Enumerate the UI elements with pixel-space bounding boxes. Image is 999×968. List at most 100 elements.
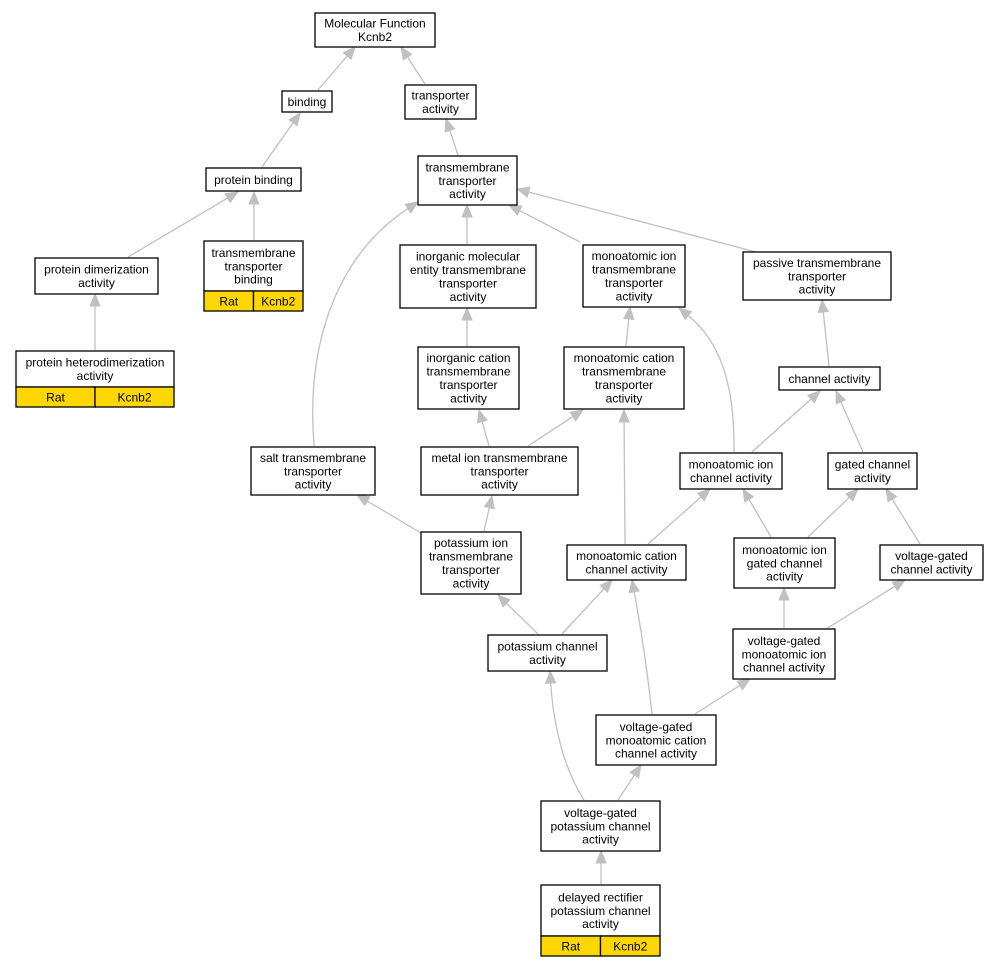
go-term-node-monoatomic-ion-tt-activity[interactable]: monoatomic iontransmembranetransporterac… xyxy=(582,244,686,308)
edge-monoatomic_ion_channel_activity-to-monoatomic_ion_tt_activity xyxy=(677,307,735,453)
node-label-line: metal ion transmembrane xyxy=(431,451,567,465)
annotation-species-cell-label: Rat xyxy=(219,294,238,308)
node-box xyxy=(582,244,686,308)
node-label-line: voltage-gated xyxy=(564,806,637,820)
edge-binding-to-molecular_function xyxy=(317,46,356,91)
edge-transmembrane_transporter_binding-to-protein_binding xyxy=(248,190,260,240)
node-label-line: Molecular Function xyxy=(324,17,425,31)
go-term-node-channel-activity[interactable]: channel activity xyxy=(778,366,881,391)
node-label-line: activity xyxy=(582,917,619,931)
node-label-line: monoatomic ion xyxy=(742,543,827,557)
edge-transmembrane_transporter_activity-to-transporter_activity xyxy=(444,117,459,156)
edge-monoatomic_ion_gated_channel_activity-to-monoatomic_ion_channel_activity xyxy=(742,487,772,538)
go-term-node-potassium-ion-tt-activity[interactable]: potassium iontransmembranetransporteract… xyxy=(420,531,522,595)
node-label-line: channel activity xyxy=(788,372,870,386)
annotation-gene-cell-label: Kcnb2 xyxy=(261,294,295,308)
arrowhead-icon xyxy=(629,763,642,779)
edge-line xyxy=(449,130,459,156)
node-label-line: activity xyxy=(77,369,114,383)
arrowhead-icon xyxy=(628,578,640,594)
arrowhead-icon xyxy=(461,306,473,321)
annotation-gene-cell-label: Kcnb2 xyxy=(117,390,151,404)
edge-line xyxy=(694,684,741,715)
node-label-line: voltage-gated xyxy=(620,720,693,734)
node-label-line: activity xyxy=(766,570,803,584)
go-term-node-binding[interactable]: binding xyxy=(281,90,333,113)
arrowhead-icon xyxy=(483,494,495,510)
go-term-node-protein-binding[interactable]: protein binding xyxy=(205,167,302,192)
node-label-line: monoatomic ion xyxy=(689,458,774,472)
arrowhead-icon xyxy=(342,46,356,61)
edge-voltage_gated_monoatomic_cation_channel_activity-to-voltage_gated_monoatomic_ion_channel_activity xyxy=(694,678,752,715)
node-label-line: activity xyxy=(450,290,487,304)
node-label-line: transmembrane xyxy=(211,246,295,260)
go-term-node-metal-ion-tt-activity[interactable]: metal ion transmembranetransporteractivi… xyxy=(420,446,579,496)
node-label-line: transmembrane xyxy=(582,365,666,379)
node-label-line: inorganic cation xyxy=(426,351,510,365)
node-box xyxy=(420,446,579,496)
node-label-line: monoatomic cation xyxy=(606,733,707,747)
node-box xyxy=(314,12,436,48)
arrowhead-icon xyxy=(461,203,473,218)
node-label-line: potassium channel xyxy=(550,904,650,918)
arrowhead-icon xyxy=(515,186,531,198)
edge-potassium_ion_tt_activity-to-metal_ion_tt_activity xyxy=(483,494,495,532)
edge-voltage_gated_monoatomic_cation_channel_activity-to-monoatomic_cation_channel_activity xyxy=(628,578,653,715)
arrowhead-icon xyxy=(476,408,488,424)
node-box xyxy=(732,628,836,680)
node-label-line: activity xyxy=(450,391,487,405)
edge-line xyxy=(312,208,409,447)
edge-line xyxy=(623,421,626,545)
node-box xyxy=(34,257,159,295)
node-label-line: activity xyxy=(422,102,459,116)
node-label-line: activity xyxy=(449,187,486,201)
node-box xyxy=(778,366,881,391)
node-label-line: activity xyxy=(582,833,619,847)
edge-monoatomic_cation_tt_activity-to-monoatomic_ion_tt_activity xyxy=(623,305,635,347)
edge-protein_binding-to-binding xyxy=(261,111,301,168)
node-box xyxy=(15,350,175,388)
node-box xyxy=(417,346,520,410)
go-term-node-monoatomic-cation-tt-activity[interactable]: monoatomic cationtransmembranetransporte… xyxy=(563,346,685,410)
go-term-node-inorganic-cation-tt-activity[interactable]: inorganic cationtransmembranetransporter… xyxy=(417,346,520,410)
arrowhead-icon xyxy=(355,494,371,507)
node-box xyxy=(679,452,783,490)
edge-line xyxy=(528,191,757,253)
arrowhead-icon xyxy=(404,201,420,214)
node-label-line: voltage-gated xyxy=(895,549,968,563)
node-label-line: channel activity xyxy=(890,563,972,577)
node-label-line: activity xyxy=(854,471,891,485)
node-label-line: channel activity xyxy=(690,471,772,485)
node-label-line: activity xyxy=(453,576,490,590)
node-box xyxy=(827,452,918,490)
edge-line xyxy=(807,496,850,538)
node-label-line: monoatomic ion xyxy=(742,647,827,661)
node-label-line: passive transmembrane xyxy=(753,256,881,270)
edge-line xyxy=(633,591,653,715)
arrowhead-icon xyxy=(845,488,859,502)
node-label-line: transporter xyxy=(595,378,653,392)
node-label-line: entity transmembrane xyxy=(410,263,526,277)
edge-line xyxy=(366,500,422,534)
edge-line xyxy=(687,315,735,453)
